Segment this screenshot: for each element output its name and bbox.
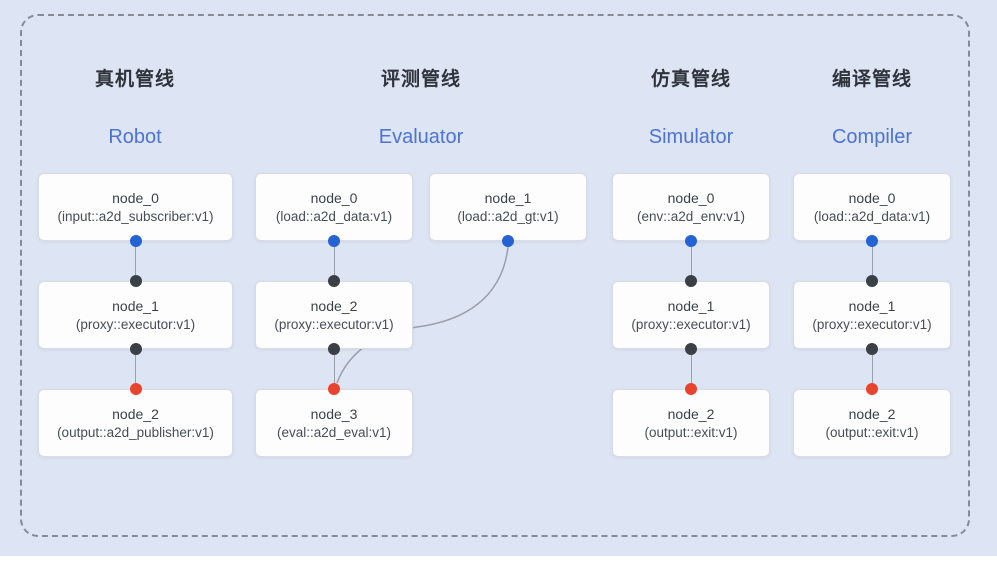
node-compiler-0: node_0 (load::a2d_data:v1) (793, 173, 951, 241)
node-impl: (env::a2d_env:v1) (636, 209, 746, 224)
edge-robot-n1-n2 (134, 349, 136, 389)
node-impl: (output::exit:v1) (825, 425, 919, 440)
node-name: node_0 (310, 190, 358, 206)
input-port-dot (129, 275, 142, 287)
pipeline-simulator-title-en: Simulator (648, 126, 734, 148)
node-robot-0: node_0 (input::a2d_subscriber:v1) (38, 173, 233, 241)
node-name: node_1 (667, 298, 715, 314)
node-impl: (proxy::executor:v1) (274, 317, 394, 332)
node-name: node_1 (112, 298, 159, 314)
pipeline-compiler-title-en: Compiler (831, 126, 913, 148)
node-name: node_2 (667, 406, 715, 422)
input-port-dot (866, 275, 878, 287)
pipeline-evaluator-title-zh: 评测管线 (380, 69, 461, 90)
output-port-dot (502, 235, 514, 247)
node-compiler-1: node_1 (proxy::executor:v1) (793, 281, 951, 349)
node-impl: (output::a2d_publisher:v1) (57, 425, 214, 440)
output-port-dot (129, 343, 142, 355)
edge-simulator-n0-n1 (690, 241, 692, 281)
edge-compiler-n0-n1 (871, 241, 873, 281)
node-impl: (load::a2d_data:v1) (275, 209, 393, 224)
node-impl: (input::a2d_subscriber:v1) (57, 209, 214, 224)
node-impl: (eval::a2d_eval:v1) (276, 425, 392, 440)
node-impl: (load::a2d_gt:v1) (457, 209, 559, 224)
node-evaluator-0: node_0 (load::a2d_data:v1) (255, 173, 413, 241)
node-name: node_0 (848, 190, 896, 206)
node-name: node_2 (848, 406, 896, 422)
output-port-dot (685, 343, 697, 355)
node-simulator-0: node_0 (env::a2d_env:v1) (612, 173, 770, 241)
node-name: node_1 (484, 190, 532, 206)
node-name: node_3 (310, 406, 358, 422)
node-name: node_0 (667, 190, 715, 206)
input-port-dot (328, 383, 340, 395)
input-port-dot (685, 275, 697, 287)
node-name: node_2 (310, 298, 358, 314)
output-port-dot (685, 235, 697, 247)
output-port-dot (866, 343, 878, 355)
edge-evaluator-n2-n3 (333, 349, 335, 389)
edge-simulator-n1-n2 (690, 349, 692, 389)
node-robot-1: node_1 (proxy::executor:v1) (38, 281, 233, 349)
input-port-dot (129, 383, 142, 395)
edge-robot-n0-n1 (134, 241, 136, 281)
output-port-dot (129, 235, 142, 247)
edge-compiler-n1-n2 (871, 349, 873, 389)
node-robot-2: node_2 (output::a2d_publisher:v1) (38, 389, 233, 457)
dashed-frame (20, 14, 970, 537)
pipeline-robot-title-zh: 真机管线 (94, 69, 175, 90)
pipeline-compiler-title-zh: 编译管线 (831, 69, 912, 90)
input-port-dot (328, 275, 340, 287)
node-name: node_2 (112, 406, 159, 422)
node-evaluator-1: node_1 (load::a2d_gt:v1) (429, 173, 587, 241)
node-evaluator-3: node_3 (eval::a2d_eval:v1) (255, 389, 413, 457)
output-port-dot (328, 235, 340, 247)
node-compiler-2: node_2 (output::exit:v1) (793, 389, 951, 457)
node-impl: (proxy::executor:v1) (631, 317, 751, 332)
pipeline-robot-title-en: Robot (108, 126, 162, 148)
node-evaluator-2: node_2 (proxy::executor:v1) (255, 281, 413, 349)
pipeline-simulator-title-zh: 仿真管线 (650, 69, 731, 90)
input-port-dot (685, 383, 697, 395)
node-name: node_0 (112, 190, 159, 206)
edge-evaluator-n0-n2 (333, 241, 335, 281)
output-port-dot (328, 343, 340, 355)
output-port-dot (866, 235, 878, 247)
node-simulator-1: node_1 (proxy::executor:v1) (612, 281, 770, 349)
pipeline-evaluator-title-en: Evaluator (378, 126, 464, 148)
node-impl: (load::a2d_data:v1) (813, 209, 931, 224)
node-impl: (proxy::executor:v1) (75, 317, 196, 332)
node-impl: (proxy::executor:v1) (812, 317, 932, 332)
node-simulator-2: node_2 (output::exit:v1) (612, 389, 770, 457)
node-impl: (output::exit:v1) (644, 425, 738, 440)
input-port-dot (866, 383, 878, 395)
node-name: node_1 (848, 298, 896, 314)
